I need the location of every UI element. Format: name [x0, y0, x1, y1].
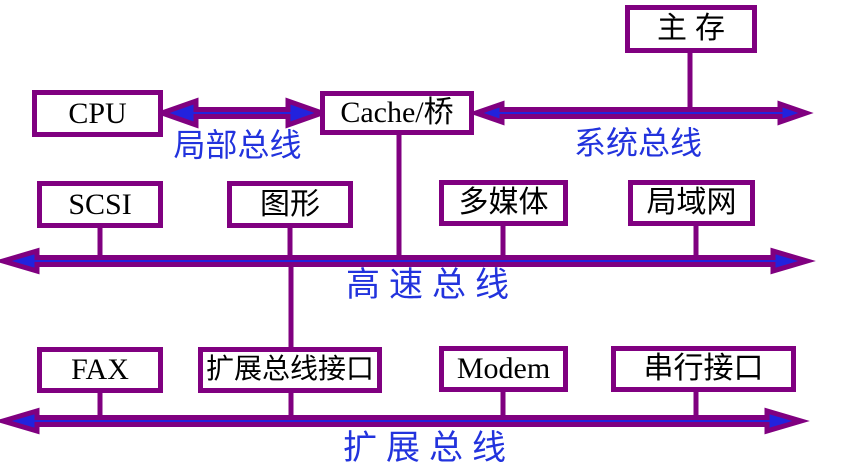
node-scsi: SCSI: [37, 181, 163, 228]
local-bus-arrow: [154, 97, 330, 129]
node-expansion-interface: 扩展总线接口: [198, 347, 382, 393]
expansion-bus-arrow: [0, 407, 810, 435]
node-modem: Modem: [439, 346, 568, 392]
node-cache-bridge: Cache/桥: [320, 91, 474, 135]
expansion-bus-label: 扩展总线: [343, 430, 515, 467]
highspeed-bus-label: 高速总线: [346, 267, 518, 304]
node-graphics: 图形: [227, 181, 353, 228]
local-bus-label: 局部总线: [173, 127, 302, 163]
node-cpu: CPU: [32, 90, 163, 137]
node-serial-port: 串行接口: [611, 346, 796, 392]
system-bus-label: 系统总线: [573, 125, 702, 161]
node-fax: FAX: [37, 347, 163, 393]
node-lan: 局域网: [628, 180, 755, 226]
node-main-memory: 主存: [625, 5, 757, 53]
system-bus-arrow: [468, 100, 814, 126]
node-multimedia: 多媒体: [439, 180, 568, 226]
highspeed-bus-arrow: [0, 247, 816, 275]
